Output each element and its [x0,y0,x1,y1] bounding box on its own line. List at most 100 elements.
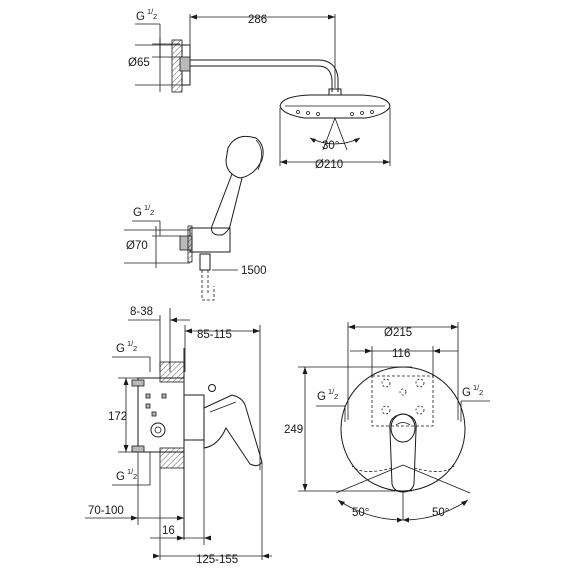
hose [201,270,215,301]
arrow-head [131,515,138,521]
lever-cap-line [395,422,411,426]
arrow-head [123,445,129,452]
thread-fraction: 1/ [473,383,480,392]
spray-line-left [322,117,336,151]
shower-arm-view: 30° 286 G 1/ 2 Ø65 Ø210 [128,7,391,171]
wall-section-top [159,361,185,383]
lever-swing-left [351,465,393,472]
thread-label: G [136,11,145,23]
body-port [150,422,166,438]
arrow-head [204,535,211,541]
arrow-head [185,328,192,334]
height-label: 249 [284,424,303,436]
thread-label: G [133,207,142,219]
flange-diameter-label: Ø65 [128,57,150,69]
thread-fraction-den: 2 [479,388,483,397]
arrow-head [280,159,287,165]
front-view: Ø215 116 249 G [284,322,490,523]
swing-line-left [335,464,404,494]
thread-connector [179,56,191,72]
arrow-head [253,328,260,334]
arrow-head [403,517,409,523]
lever-edge [209,401,237,413]
thread-fraction-den: 2 [334,392,338,401]
arrow-head [328,14,335,20]
arrow-head [190,14,197,20]
hand-shower-handle [211,173,243,236]
arrow-head [383,159,390,165]
thread-fraction-den: 2 [153,12,157,21]
thread-fraction-den: 2 [133,472,137,481]
plate-diameter-label: Ø215 [384,327,412,339]
hose-length-label: 1500 [241,265,267,277]
cover-plate-section [183,394,205,441]
diverter-button [390,413,416,443]
hand-shower-view: G 1/ 2 Ø70 1500 [124,135,267,301]
projection-label: 85-115 [197,329,232,341]
arrow-head [302,484,308,491]
shower-arm [190,59,339,92]
thread-label: G [317,391,326,403]
spray-angle-label: 30° [322,140,339,152]
thread-fraction: 1/ [147,7,154,16]
thread-fraction: 1/ [127,467,134,476]
wall-depth-label: 70-100 [88,505,124,517]
shower-head [279,94,391,119]
arrow-head [123,378,129,385]
arrow-head [365,348,372,354]
arm-length-label: 286 [248,14,267,26]
thread-label: G [116,471,125,483]
body-fittings [145,393,167,417]
mixer-body [137,377,185,453]
total-depth-label: 125-155 [196,554,238,566]
arrow-head [451,324,458,330]
thread-fraction-den: 2 [133,344,137,353]
diverter-knob [208,384,216,392]
side-view: 8-38 85-115 G 1/ 2 [85,306,272,566]
thread-fraction: 1/ [144,203,151,212]
lever-handle [203,394,263,467]
wall-outlet-holder [189,227,231,253]
arrow-head [177,535,184,541]
hand-shower-face [255,139,262,171]
hand-shower-head [225,135,264,179]
angle-right-label: 50° [432,507,449,519]
arrow-head [397,517,403,523]
angle-left-label: 50° [352,507,369,519]
swing-line-right [402,464,471,494]
wall-section-bottom [159,447,185,469]
offset-label: 16 [162,525,175,537]
arrow-head [177,515,184,521]
outlet-diameter-label: Ø70 [126,240,148,252]
arrow-head [354,138,360,143]
thread-fraction: 1/ [127,339,134,348]
wall-section [187,225,193,263]
arm-nut [328,88,342,96]
arrow-head [348,324,355,330]
arrow-head [461,500,468,506]
arrow-head [433,348,440,354]
cover-plate [340,366,466,492]
spray-line-right [334,117,348,151]
thread-label: G [116,343,125,355]
hose-nut [199,253,211,271]
lever-front [389,413,417,493]
hidden-fittings [381,378,425,415]
install-depth-label: 8-38 [130,306,153,318]
height-label: 172 [108,411,127,423]
arrow-head [302,367,308,374]
inner-width-label: 116 [392,348,410,360]
lever-swing-right [413,465,455,472]
shower-arm-inner [190,65,333,92]
thread-fraction: 1/ [328,387,335,396]
arrow-head [153,553,160,559]
thread-fraction-den: 2 [150,208,154,217]
shower-nozzles [296,110,374,116]
body-port-inner [154,426,162,434]
arrow-head [170,317,177,323]
arrow-head [262,553,269,559]
arrow-head [338,500,345,506]
pipe-top [131,379,145,387]
hidden-body-outline [371,375,434,427]
